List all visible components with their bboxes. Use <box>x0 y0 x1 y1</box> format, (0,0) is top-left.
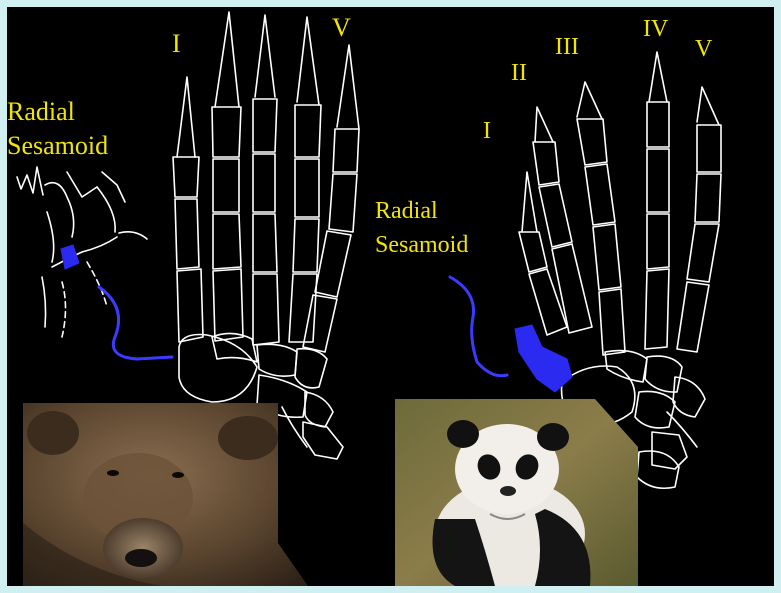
bear-photo <box>23 403 308 586</box>
bear-sesamoid-label-line2: Sesamoid <box>7 133 108 159</box>
panda-digit-label-ii: II <box>511 61 527 85</box>
panda-photo <box>395 399 638 586</box>
bear-digit-label-v: V <box>332 15 351 41</box>
panda-digit-label-iv: IV <box>643 17 668 41</box>
panda-pointer-line <box>450 277 507 376</box>
bear-sesamoid-label-line1: Radial <box>7 99 75 125</box>
panda-sesamoid-label-line1: Radial <box>375 199 438 223</box>
bear-digit-label-i: I <box>172 31 181 57</box>
panda-radial-sesamoid-highlight <box>515 325 572 392</box>
panda-digit-label-i: I <box>483 119 491 143</box>
panda-digit-label-v: V <box>695 37 712 61</box>
bear-wrist-detail-sketch <box>17 167 147 337</box>
panda-sesamoid-label-line2: Sesamoid <box>375 233 468 257</box>
bear-hand-skeleton <box>173 12 359 459</box>
diagram-canvas: I V Radial Sesamoid I II III IV V Radial… <box>7 7 774 586</box>
bear-radial-sesamoid-highlight <box>61 245 79 269</box>
bear-pointer-line <box>99 287 172 359</box>
pointer-lines <box>99 277 507 376</box>
panda-digit-label-iii: III <box>555 35 579 59</box>
